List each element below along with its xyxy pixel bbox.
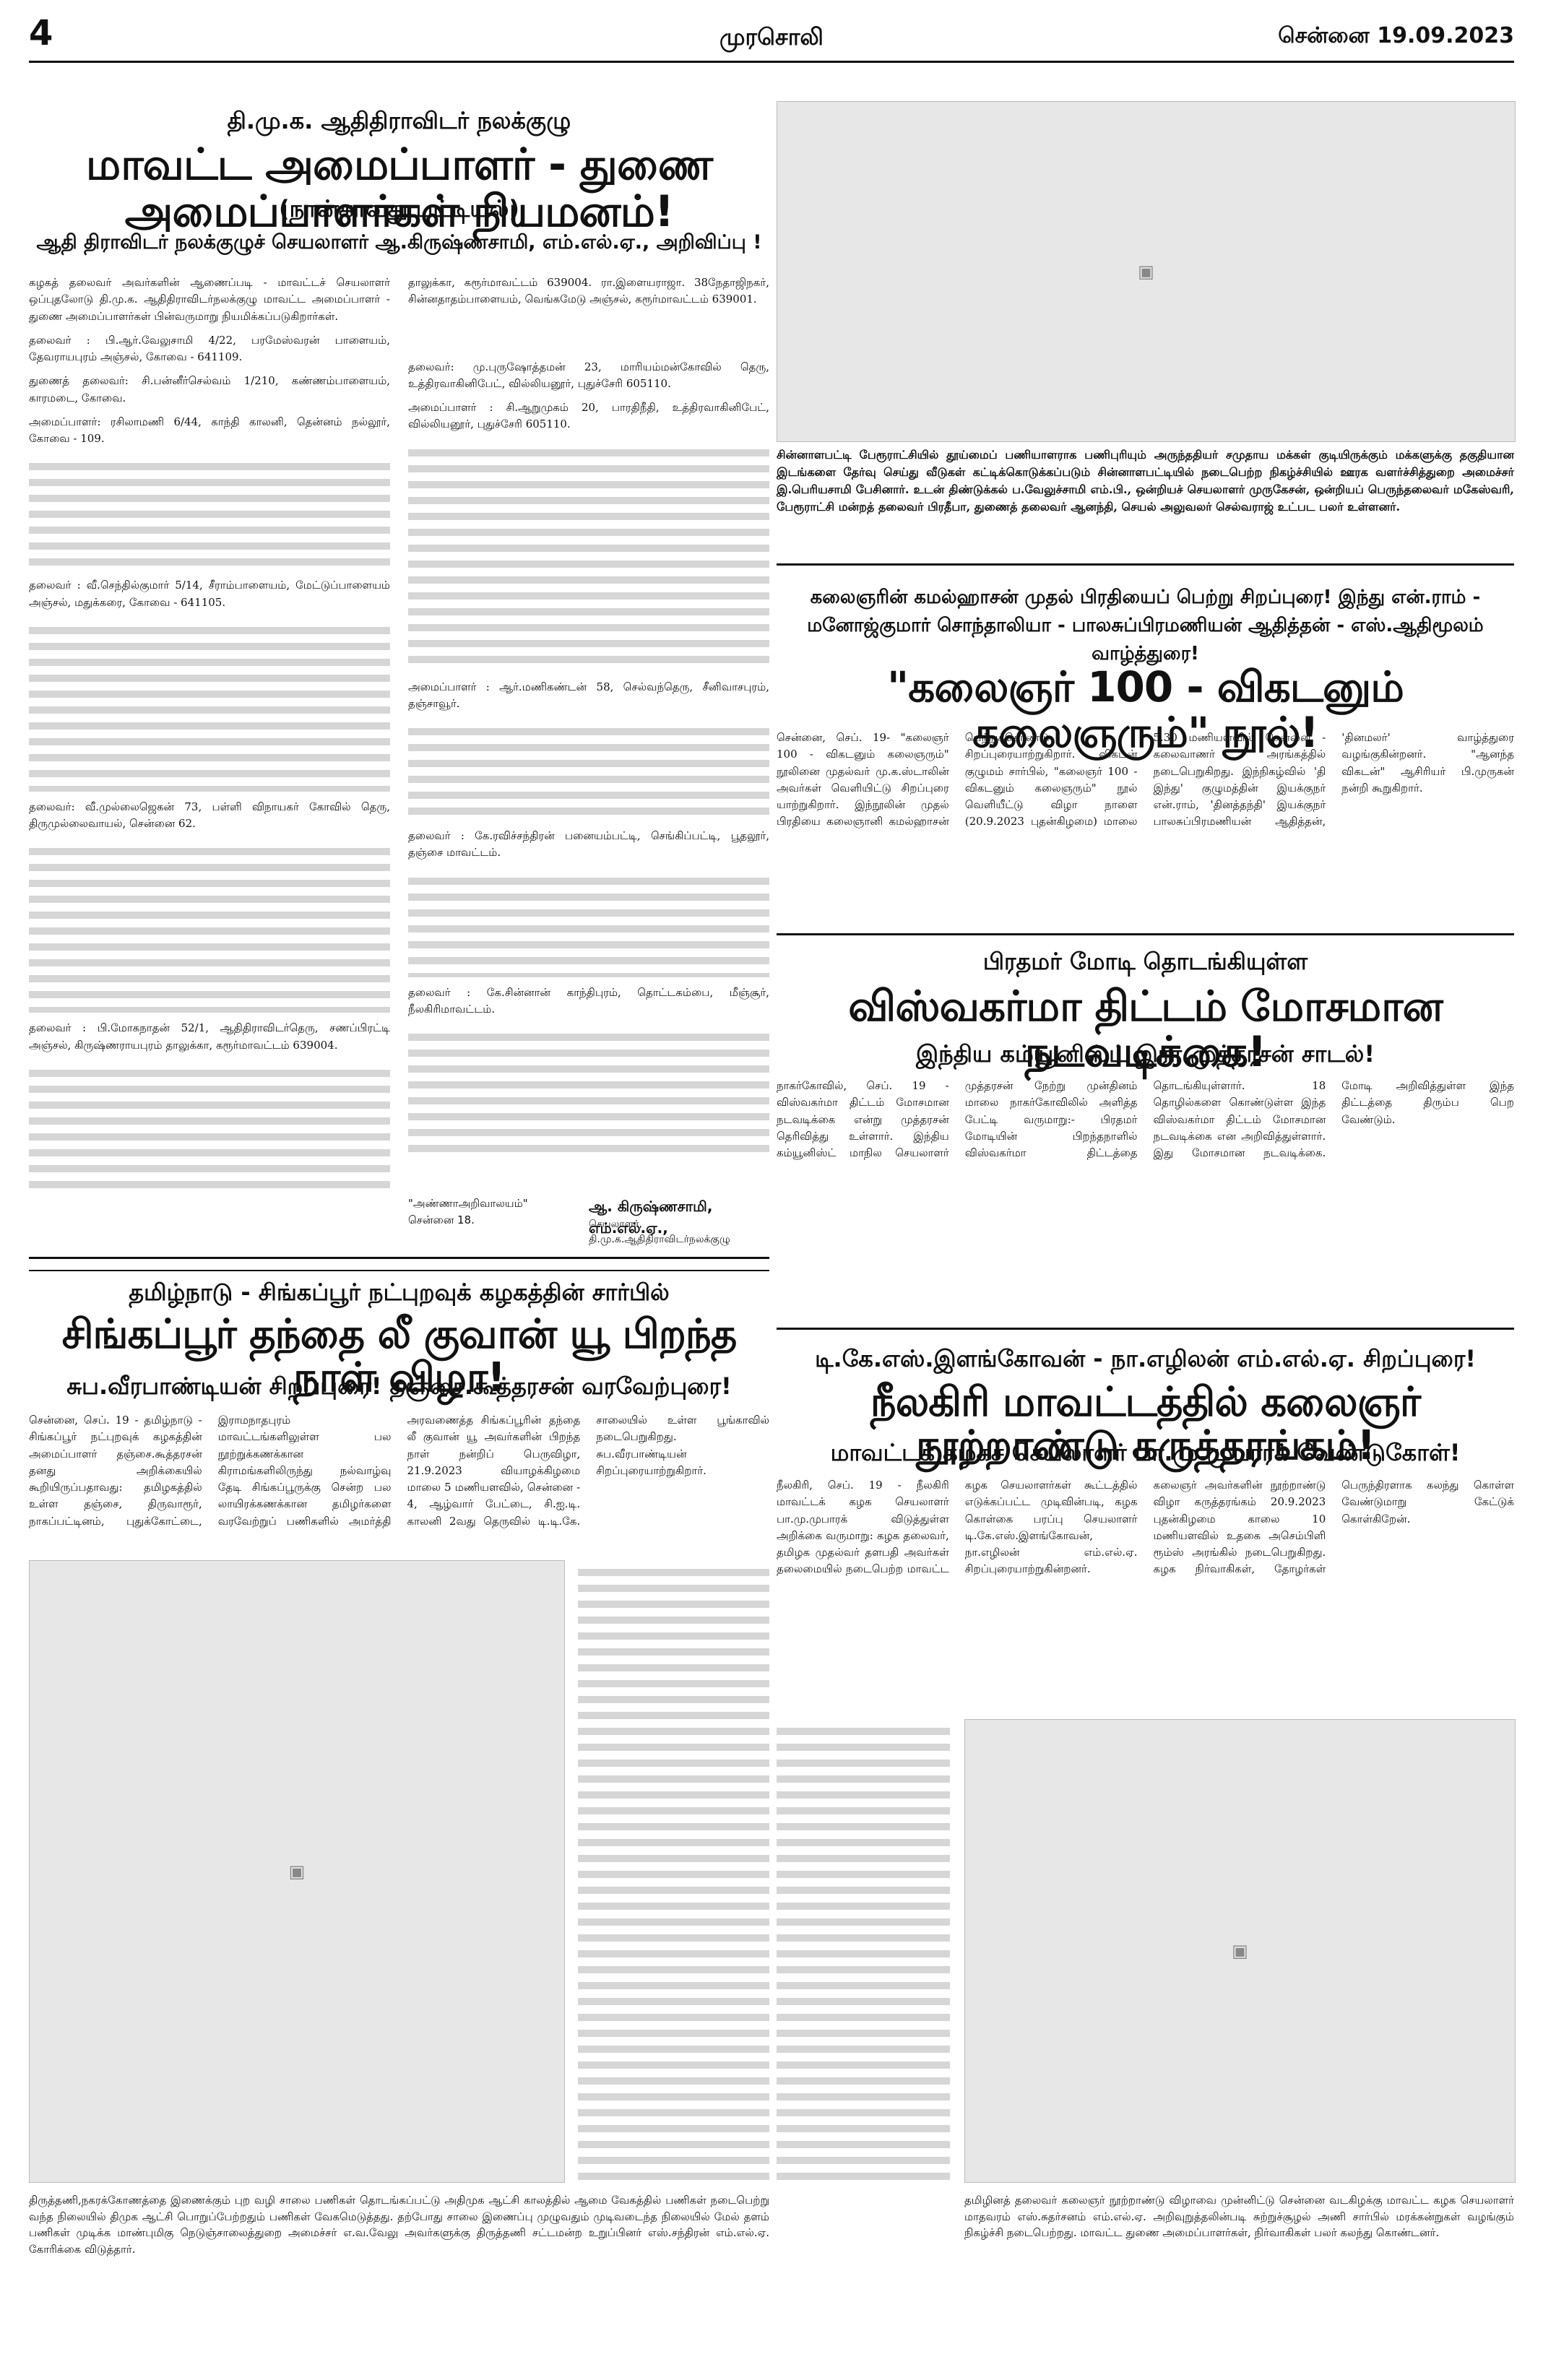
- story3-headline: விஸ்வகர்மா திட்டம் மோசமான நடவடிக்கை!: [848, 982, 1443, 1076]
- text-block: [408, 868, 769, 977]
- story1-intro-right: தாலுக்கா, கரூர்மாவட்டம் 639004. ரா.இளையர…: [408, 276, 769, 306]
- story1-item: அமைப்பாளர்: ரசிலாமணி 6/44, காந்தி காலனி,…: [29, 415, 390, 445]
- story1-item: தலைவர் : கே.ரவிச்சந்திரன் பனையம்பட்டி, ச…: [408, 829, 769, 860]
- story1-item: தலைவர் : வீ.செந்தில்குமார் 5/14, சீராம்ப…: [29, 579, 390, 609]
- issue-date: சென்னை 19.09.2023: [1278, 23, 1514, 48]
- text-block: [408, 719, 769, 821]
- divider: [29, 1270, 769, 1271]
- story1-deck: ஆதி திராவிடர் நலக்குழுச் செயலாளர் ஆ.கிரு…: [36, 231, 762, 254]
- story1-item: அமைப்பாளர் : ஆர்.மணிகண்டன் 58, செல்வந்தெ…: [408, 680, 769, 710]
- image-icon: ▣: [288, 1861, 306, 1882]
- story4-continued-column: [777, 1719, 950, 2181]
- photo-caption-bottom-right: தமிழினத் தலைவர் கலைஞர் நூற்றாண்டு விழாவை…: [964, 2194, 1514, 2239]
- event-photo-2: ▣: [964, 1719, 1516, 2183]
- story4-headline: நீலகிரி மாவட்டத்தில் கலைஞர் நூற்றாண்டு க…: [870, 1379, 1421, 1470]
- story2-kicker: கலைஞரின் கமல்ஹாசன் முதல் பிரதியைப் பெற்ற…: [807, 587, 1484, 665]
- divider: [29, 1257, 769, 1259]
- story4-subhead: மாவட்டக் கழகச் செயலாளர் பா.மு.முபாரக் வே…: [830, 1439, 1461, 1466]
- newspaper-name: முரசொலி: [719, 23, 824, 51]
- sign-place: "அண்ணாஅறிவாலயம்" சென்னை 18.: [408, 1197, 528, 1226]
- story4-body-top: நீலகிரி, செப். 19 - நீலகிரி மாவட்டக் கழக…: [777, 1479, 1514, 1576]
- story1-left-column: கழகத் தலைவர் அவர்களின் ஆணைப்படி - மாவட்ட…: [29, 274, 390, 1192]
- story5-kicker: தமிழ்நாடு - சிங்கப்பூர் நட்புறவுக் கழகத்…: [129, 1278, 670, 1306]
- story3-subhead: இந்திய கம்யூனிஸ்ட் இரா.முத்தரசன் சாடல்!: [916, 1040, 1375, 1068]
- page-number: 4: [29, 13, 53, 53]
- story3-kicker: பிரதமர் மோடி தொடங்கியுள்ள: [982, 948, 1308, 975]
- story4-kicker: டி.கே.எஸ்.இளங்கோவன் - நா.எழிலன் எம்.எல்.…: [815, 1345, 1476, 1372]
- story1-item: தலைவர்: வீ.முல்லைஜெகன் 73, பள்ளி விநாயகர…: [29, 800, 390, 830]
- event-photo: ▣: [777, 101, 1516, 442]
- story5-subhead: சுப.வீரபாண்டியன் சிறப்புரை! தஞ்சை.கூத்தர…: [66, 1372, 732, 1400]
- photo-caption-bottom-left: திருத்தணி,நகரக்கோணத்தை இணைக்கும் புற வழி…: [29, 2194, 769, 2256]
- story5-headline: சிங்கப்பூர் தந்தை லீ குவான் யூ பிறந்த நா…: [61, 1311, 738, 1402]
- text-block: [29, 839, 390, 1013]
- photo-caption: சின்னாளபட்டி பேரூராட்சியில் தூய்மைப் பணி…: [777, 448, 1515, 514]
- divider: [777, 933, 1514, 935]
- event-photo-3: ▣: [29, 1560, 565, 2183]
- story1-kicker: தி.மு.க. ஆதிதிராவிடர் நலக்குழு: [227, 107, 571, 134]
- story1-right-column: தாலுக்கா, கரூர்மாவட்டம் 639004. ரா.இளையர…: [408, 274, 769, 1192]
- sign-role: செயலாளர், தி.மு.க.ஆதிதிராவிடர்நலக்குழு: [589, 1219, 730, 1245]
- story1-subhead: (நான்காவது பட்டியல்): [279, 195, 519, 222]
- text-block: [777, 1719, 950, 2181]
- story1-item: தலைவர்: மு.புருஷோத்தமன் 23, மாரியம்மன்கோ…: [408, 360, 769, 390]
- story1-headline: மாவட்ட அமைப்பாளர் - துணை அமைப்பாளர்கள் ந…: [85, 139, 713, 237]
- story1-intro-left: கழகத் தலைவர் அவர்களின் ஆணைப்படி - மாவட்ட…: [29, 276, 390, 323]
- story1-signature: "அண்ணாஅறிவாலயம்" சென்னை 18. ஆ. கிருஷ்ணசா…: [408, 1195, 769, 1246]
- story2-headline: "கலைஞர் 100 - விகடனும் கலைஞரும்" நூல்!: [887, 662, 1404, 757]
- story5-continued-column: [578, 1560, 769, 2181]
- masthead: 4 முரசொலி சென்னை 19.09.2023: [29, 10, 1514, 63]
- divider: [777, 1328, 1514, 1330]
- story1-item: தலைவர் : பி.ஆர்.வேலுசாமி 4/22, பரமேஸ்வரன…: [29, 333, 390, 363]
- story5-body: சென்னை, செப். 19 - தமிழ்நாடு - சிங்கப்பூ…: [29, 1414, 769, 1528]
- text-block: [29, 618, 390, 792]
- divider: [777, 563, 1514, 566]
- sign-name: ஆ. கிருஷ்ணசாமி, எம்.எல்.ஏ.,: [589, 1198, 713, 1237]
- text-block: [408, 1025, 769, 1155]
- text-block: [29, 1060, 390, 1192]
- text-block: [578, 1560, 769, 2181]
- spacer: [408, 316, 769, 359]
- image-icon: ▣: [1232, 1941, 1248, 1961]
- story1-item: தலைவர் : கே.சின்னான் காந்திபுரம், தொட்டக…: [408, 985, 769, 1016]
- story1-item: அமைப்பாளர் : சி.ஆறுமுகம் 20, பாரதிநீதி, …: [408, 401, 769, 431]
- image-icon: ▣: [1138, 261, 1154, 282]
- story1-item: தலைவர் : பி.மோகநாதன் 52/1, ஆதிதிராவிடர்த…: [29, 1021, 390, 1052]
- story2-body: சென்னை, செப். 19- "கலைஞர் 100 - விகடனும்…: [777, 731, 1514, 828]
- story1-item: துணைத் தலைவர்: சி.பன்னீர்செல்வம் 1/210, …: [29, 374, 390, 404]
- text-block: [408, 440, 769, 672]
- text-block: [29, 454, 390, 571]
- story3-body: நாகர்கோவில், செப். 19 - விஸ்வகர்மா திட்ட…: [777, 1079, 1514, 1159]
